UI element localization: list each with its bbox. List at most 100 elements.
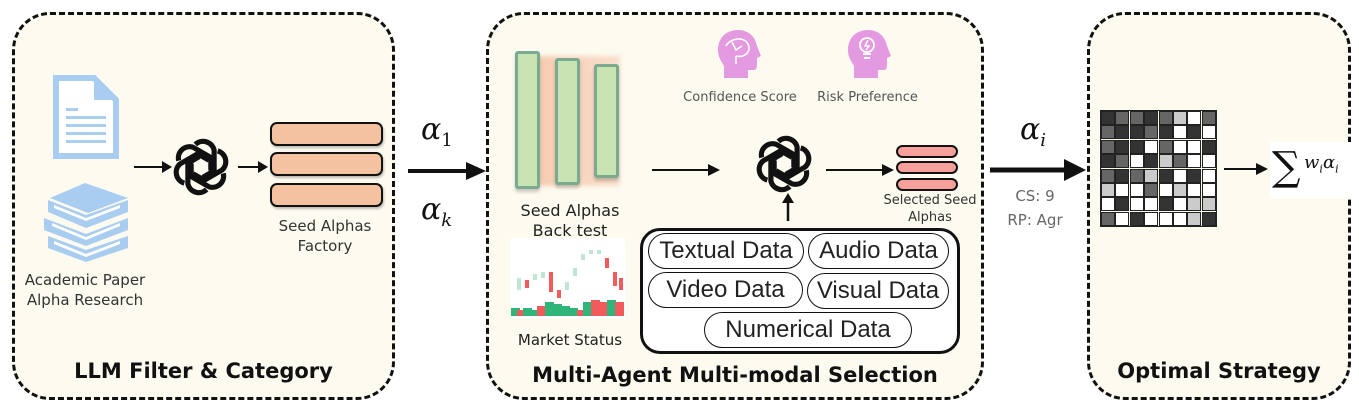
rp-label: RP: Agr xyxy=(1007,211,1063,229)
heatmap-cell xyxy=(1115,197,1130,212)
backtest-bar-1 xyxy=(515,51,540,189)
selected-label: Selected Seed Alphas xyxy=(875,192,985,226)
heatmap-cell xyxy=(1144,125,1159,140)
heatmap-cell xyxy=(1201,168,1216,183)
heatmap-cell xyxy=(1201,139,1216,154)
panel-title-multi-agent: Multi-Agent Multi-modal Selection xyxy=(532,363,938,387)
heatmap-cell xyxy=(1173,197,1187,212)
heatmap-cell xyxy=(1115,125,1130,140)
volume-bar xyxy=(523,308,532,316)
heatmap-cell xyxy=(1173,168,1187,183)
heatmap-cell xyxy=(1187,154,1202,169)
heatmap-cell xyxy=(1173,111,1187,125)
volume-bar xyxy=(561,306,570,316)
formula-w-sub: i xyxy=(1319,162,1323,176)
candle xyxy=(517,278,521,290)
heatmap-cell xyxy=(1173,139,1187,154)
heatmap-cell xyxy=(1115,111,1130,125)
heatmap-cell xyxy=(1187,197,1202,212)
source-label-line1: Academic Paper xyxy=(24,271,146,289)
weight-heatmap xyxy=(1100,110,1217,227)
backtest-bar-3 xyxy=(594,64,619,178)
volume-bar xyxy=(517,310,526,316)
alpha-1-sub: 1 xyxy=(441,130,453,151)
factory-label-line2: Factory xyxy=(297,237,353,255)
heatmap-cell xyxy=(1129,111,1144,125)
candle xyxy=(533,274,537,280)
candle xyxy=(557,290,561,298)
openai-logo-agent-icon xyxy=(756,135,812,193)
volume-bar xyxy=(511,308,520,316)
brain-head-icon xyxy=(718,30,761,78)
arrow-up-to-agent xyxy=(782,193,794,221)
arrow-2 xyxy=(990,159,1086,181)
logo-petal xyxy=(175,144,214,171)
arrow-to-llm xyxy=(134,161,172,173)
risk-preference-label: Risk Preference xyxy=(817,90,918,105)
heatmap-cell xyxy=(1201,183,1216,197)
heatmap-cell xyxy=(1187,139,1202,154)
source-label: Academic Paper Alpha Research xyxy=(10,270,160,310)
heatmap-cell xyxy=(1129,154,1144,169)
selected-bar-2 xyxy=(896,161,958,174)
volume-bar xyxy=(615,302,624,316)
heatmap-cell xyxy=(1158,139,1173,154)
heatmap-cell xyxy=(1115,168,1130,183)
candle xyxy=(525,280,529,288)
logo-petal xyxy=(185,154,209,196)
logo-petal xyxy=(756,148,794,183)
formula-alpha: α xyxy=(1322,152,1336,173)
heatmap-cell xyxy=(1129,139,1144,154)
heatmap-cell xyxy=(1201,111,1216,125)
heatmap-cell xyxy=(1187,111,1202,125)
books-icon xyxy=(44,183,128,262)
heatmap-cell xyxy=(1173,183,1187,197)
heatmap-cell xyxy=(1101,139,1115,154)
alpha-k-symbol: α xyxy=(421,192,442,227)
heatmap-cell xyxy=(1201,197,1216,212)
heatmap-cell xyxy=(1101,211,1115,226)
backtest-label: Seed Alphas Back test xyxy=(500,201,640,241)
arrow-to-agent xyxy=(652,164,720,176)
modality-textual: Textual Data xyxy=(648,233,804,269)
modality-visual: Visual Data xyxy=(807,273,949,309)
backtest-label-line2: Back test xyxy=(532,221,608,240)
market-candlestick-chart xyxy=(511,238,625,318)
heatmap-cell xyxy=(1158,125,1173,140)
alpha-i-symbol: α xyxy=(1020,112,1041,147)
candle xyxy=(597,250,601,254)
factory-label-line1: Seed Alphas xyxy=(278,217,372,235)
source-label-line2: Alpha Research xyxy=(26,291,144,309)
selected-label-line1: Selected Seed xyxy=(883,193,977,208)
candle xyxy=(565,282,569,290)
formula-w: w xyxy=(1304,152,1320,173)
factory-bar-2 xyxy=(270,152,383,176)
heatmap-cell xyxy=(1187,211,1202,226)
volume-bar xyxy=(577,310,586,316)
openai-logo-icon xyxy=(173,138,229,196)
heatmap-cell xyxy=(1187,168,1202,183)
candle xyxy=(613,272,617,286)
modality-audio: Audio Data xyxy=(808,233,949,269)
backtest-label-line1: Seed Alphas xyxy=(520,201,620,220)
heatmap-cell xyxy=(1101,197,1115,212)
volume-bar xyxy=(537,306,546,316)
heatmap-cell xyxy=(1129,211,1144,226)
heatmap-cell xyxy=(1101,168,1115,183)
heatmap-cell xyxy=(1201,211,1216,226)
confidence-score-label: Confidence Score xyxy=(683,90,797,105)
heatmap-cell xyxy=(1158,168,1173,183)
panel-title-optimal-strategy: Optimal Strategy xyxy=(1117,359,1321,383)
heatmap-cell xyxy=(1101,111,1115,125)
arrow-to-selected xyxy=(826,164,894,176)
volume-bar xyxy=(583,302,592,316)
logo-petal xyxy=(173,151,211,186)
heatmap-cell xyxy=(1101,154,1115,169)
heatmap-cell xyxy=(1173,211,1187,226)
heatmap-cell xyxy=(1144,197,1159,212)
heatmap-cell xyxy=(1173,125,1187,140)
factory-label: Seed Alphas Factory xyxy=(255,216,395,256)
document-icon xyxy=(53,75,119,159)
factory-bar-1 xyxy=(270,122,383,146)
heatmap-cell xyxy=(1158,154,1173,169)
